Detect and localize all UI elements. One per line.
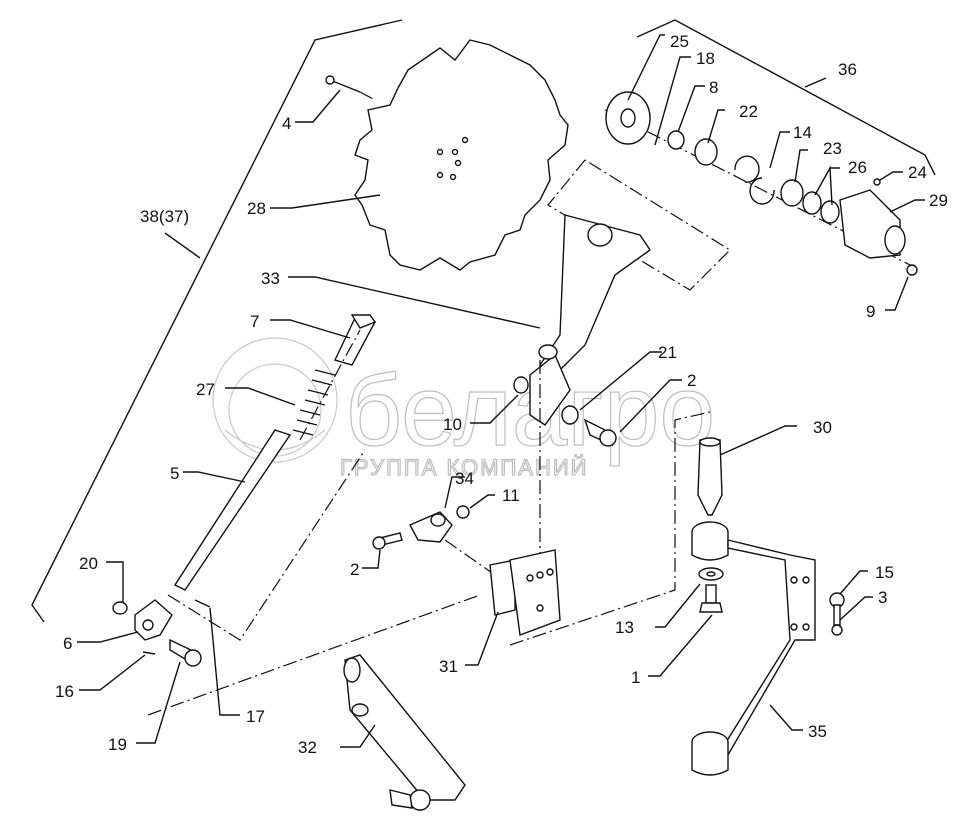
callout-15: 15 <box>875 563 894 582</box>
hub-assembly-parts <box>604 91 921 276</box>
lever-part <box>343 654 466 811</box>
callout-31: 31 <box>439 657 458 676</box>
callout-3: 3 <box>878 588 887 607</box>
callout-26: 26 <box>848 158 867 177</box>
callout-6: 6 <box>63 634 72 653</box>
callout-30: 30 <box>813 418 832 437</box>
callout-38-37: 38(37) <box>140 207 189 226</box>
arm-lever-part <box>529 214 651 426</box>
callout-18: 18 <box>696 49 715 68</box>
callout-20: 20 <box>79 554 98 573</box>
callout-36: 36 <box>838 60 857 79</box>
fork-end-parts <box>112 449 481 716</box>
callout-25: 25 <box>670 32 689 51</box>
callout-33: 33 <box>261 269 280 288</box>
callout-5: 5 <box>170 464 179 483</box>
leader-lines <box>77 34 925 748</box>
callout-2-lower: 2 <box>350 560 359 579</box>
sprocket-part <box>354 39 569 271</box>
callout-23: 23 <box>823 139 842 158</box>
group-bracket-36 <box>636 19 936 176</box>
bracket-part <box>489 411 711 646</box>
callout-24: 24 <box>908 163 927 182</box>
callout-8: 8 <box>709 78 718 97</box>
axle-pin-parts <box>697 437 724 613</box>
callout-13: 13 <box>615 618 634 637</box>
clamp-parts <box>372 505 496 576</box>
callout-16: 16 <box>55 682 74 701</box>
callout-7: 7 <box>250 312 259 331</box>
support-arm-part <box>691 521 845 776</box>
rod-assembly-part <box>173 314 377 591</box>
callout-2-upper: 2 <box>687 371 696 390</box>
callout-32: 32 <box>298 738 317 757</box>
callout-10: 10 <box>443 415 462 434</box>
bolt-part <box>325 75 376 101</box>
callout-labels: 4 28 38(37) 33 7 27 5 20 6 16 19 17 25 1… <box>55 32 948 757</box>
callout-28: 28 <box>247 199 266 218</box>
group-frame-33 <box>547 159 731 291</box>
callout-35: 35 <box>808 722 827 741</box>
callout-34: 34 <box>455 469 474 488</box>
callout-17: 17 <box>246 707 265 726</box>
callout-22: 22 <box>739 102 758 121</box>
group-bracket-38 <box>31 19 403 623</box>
fastener-parts-upper <box>513 360 617 560</box>
callout-9: 9 <box>866 302 875 321</box>
callout-29: 29 <box>929 191 948 210</box>
callout-27: 27 <box>196 380 215 399</box>
callout-14: 14 <box>793 123 812 142</box>
callout-19: 19 <box>108 735 127 754</box>
watermark-subtitle: ГРУППА КОМПАНИЙ <box>340 455 589 480</box>
callout-21: 21 <box>658 343 677 362</box>
callout-4: 4 <box>282 114 291 133</box>
watermark: белагро ГРУППА КОМПАНИЙ <box>212 337 716 481</box>
callout-11: 11 <box>502 486 520 505</box>
callout-1: 1 <box>631 668 640 687</box>
